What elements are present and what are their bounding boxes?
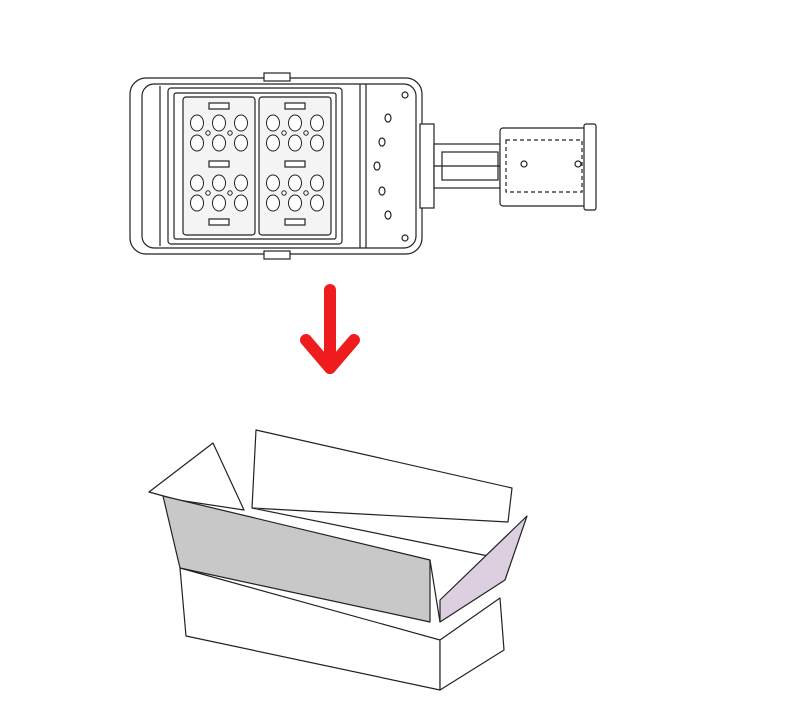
led-module-slot (208, 160, 230, 168)
pole-adaptor-flange (583, 123, 597, 211)
led-module-slot (208, 218, 230, 226)
led-module-dot (227, 130, 233, 136)
led-module-dot (227, 190, 233, 196)
box-back-flap (251, 429, 513, 523)
led-lens (190, 174, 204, 192)
box-front-flap (162, 495, 431, 623)
led-lens (266, 134, 280, 152)
led-lens (288, 134, 302, 152)
led-lens (190, 194, 204, 212)
led-module-right (258, 96, 332, 236)
led-lens (234, 194, 248, 212)
box-left-flap (148, 442, 245, 511)
led-lens (310, 194, 324, 212)
housing-top-tab (263, 72, 291, 82)
led-lens (212, 174, 226, 192)
led-module-slot (208, 102, 230, 110)
led-lens (212, 194, 226, 212)
led-lens (234, 174, 248, 192)
corner-screw-bottom (401, 234, 409, 242)
led-lens (212, 134, 226, 152)
box-rim-back (251, 507, 509, 561)
led-lens (234, 134, 248, 152)
led-module-left (182, 96, 256, 236)
led-module-slot (284, 102, 306, 110)
rear-screw-holes (373, 113, 392, 220)
light-housing-inner-edge (141, 83, 417, 249)
led-lens (266, 174, 280, 192)
mount-neck-plate (419, 123, 435, 209)
led-lens (190, 134, 204, 152)
open-box-icon (148, 429, 528, 691)
box-right-face (439, 597, 505, 691)
led-lens (266, 194, 280, 212)
led-module-dot (281, 130, 287, 136)
led-module-frame-inner (173, 92, 337, 240)
pole-adaptor-bolt-left (520, 160, 528, 168)
pole-adaptor-bolt-right (574, 160, 582, 168)
led-module-dot (303, 130, 309, 136)
arrow-head (300, 334, 360, 374)
led-module-dot (281, 190, 287, 196)
led-street-light-icon (129, 72, 597, 260)
led-lens (266, 114, 280, 132)
led-lens (190, 114, 204, 132)
led-lens (234, 114, 248, 132)
housing-bottom-tab (263, 250, 291, 260)
led-lens (310, 134, 324, 152)
led-module-dot (303, 190, 309, 196)
led-lens (310, 174, 324, 192)
arrow-down-icon (300, 284, 360, 374)
led-module-slot (284, 160, 306, 168)
box-right-flap (439, 515, 528, 623)
led-lens (310, 114, 324, 132)
led-lens (288, 194, 302, 212)
box-right-flap-edge (429, 559, 441, 623)
pole-adaptor-dashed (505, 139, 583, 193)
led-module-slot (284, 218, 306, 226)
corner-screw-top (401, 91, 409, 99)
led-lens (288, 174, 302, 192)
led-module-dot (205, 130, 211, 136)
led-lens (212, 114, 226, 132)
led-lens (288, 114, 302, 132)
led-module-dot (205, 190, 211, 196)
